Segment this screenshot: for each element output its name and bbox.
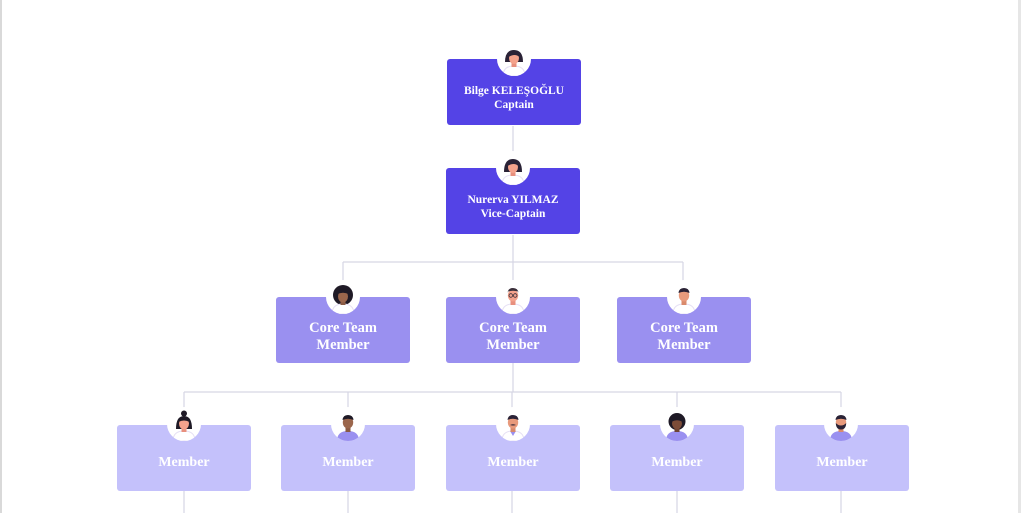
core-team-label-line2: Member [657, 337, 711, 353]
man-mustache-avatar-icon [496, 407, 530, 441]
core-team-label-line2: Member [316, 337, 370, 353]
captain-name: Bilge KELEŞOĞLU [463, 84, 564, 97]
left-frame-border [0, 0, 2, 513]
member-label: Member [651, 455, 703, 471]
core-team-label-line2: Member [486, 337, 540, 353]
member-label: Member [487, 455, 539, 471]
member-label: Member [816, 455, 868, 471]
man-glasses-avatar-icon [496, 280, 530, 314]
core-team-label-line1: Core Team [650, 319, 718, 336]
captain-role: Captain [494, 99, 534, 111]
woman-bun-avatar-icon [167, 407, 201, 441]
man-avatar-icon [667, 280, 701, 314]
woman-avatar-icon [496, 151, 530, 185]
member-label: Member [158, 455, 210, 471]
right-frame-border [1018, 0, 1021, 513]
core-team-label-line1: Core Team [309, 319, 377, 336]
member-label: Member [322, 455, 374, 471]
woman-avatar-icon [660, 407, 694, 441]
man-beard-avatar-icon [824, 407, 858, 441]
vice-captain-role: Vice-Captain [480, 208, 546, 220]
core-team-label-line1: Core Team [479, 319, 547, 336]
woman-curly-hair-avatar-icon [326, 280, 360, 314]
vice-captain-name: Nurerva YILMAZ [467, 193, 559, 206]
man-avatar-icon [331, 407, 365, 441]
captain-node[interactable]: Bilge KELEŞOĞLU Captain [447, 59, 581, 125]
woman-avatar-icon [497, 42, 531, 76]
